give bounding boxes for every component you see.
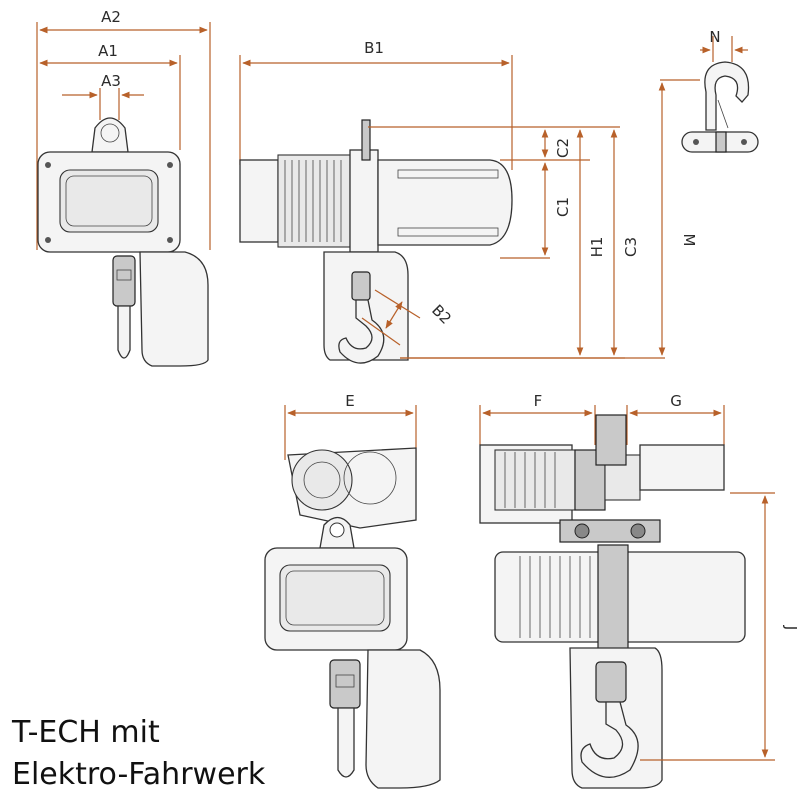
hook-detail-view (681, 36, 759, 153)
label-f: F (534, 392, 543, 410)
label-g: G (670, 392, 682, 410)
caption-line-1: T-ECH mit (11, 715, 160, 750)
trolley-side-view (479, 405, 775, 789)
label-a3: A3 (101, 72, 121, 90)
label-h1: H1 (588, 237, 606, 258)
dimension-line-b2 (385, 301, 403, 329)
label-m: M (680, 234, 698, 247)
label-b2: B2 (428, 301, 455, 328)
side-view-hoist (239, 55, 700, 364)
label-c3: C3 (622, 237, 640, 257)
label-c1: C1 (554, 197, 572, 217)
label-j: J (782, 625, 800, 630)
label-e: E (345, 392, 354, 410)
label-b1: B1 (364, 39, 384, 57)
trolley-front-view (264, 405, 441, 789)
label-a2: A2 (101, 8, 121, 26)
label-a1: A1 (98, 42, 118, 60)
label-c2: C2 (554, 138, 572, 158)
front-view-hoist (36, 22, 211, 367)
caption-line-2: Elektro-Fahrwerk (12, 757, 266, 792)
label-n: N (709, 28, 720, 46)
